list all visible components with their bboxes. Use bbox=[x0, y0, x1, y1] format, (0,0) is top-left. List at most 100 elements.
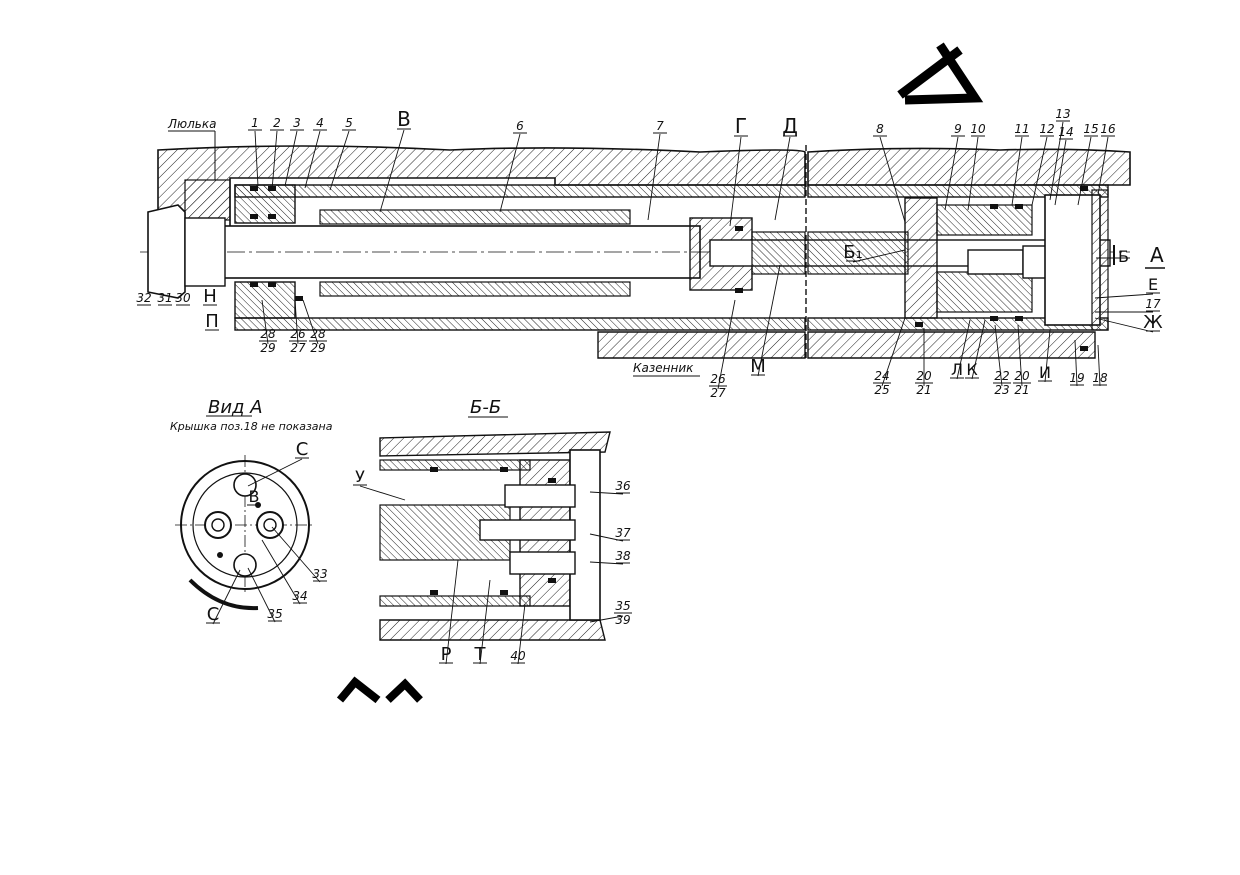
callout-top-2: 3 bbox=[284, 116, 304, 187]
view-a-title: Вид А bbox=[208, 397, 263, 418]
callout-text: 30 bbox=[175, 291, 191, 305]
rod-end-collar bbox=[184, 217, 226, 287]
port-bottom bbox=[233, 553, 257, 577]
inner-sleeve-bottom bbox=[319, 281, 631, 297]
cut-label-a: А bbox=[1150, 243, 1164, 267]
section-bb-title: Б-Б bbox=[470, 397, 501, 418]
callout-top-9: Д bbox=[774, 114, 798, 221]
callout-numerator: 35 bbox=[615, 599, 630, 613]
bb-wall-bottom bbox=[379, 595, 531, 607]
callout-top-0: 1 bbox=[248, 116, 262, 187]
cradle-body-right bbox=[807, 147, 1131, 186]
callout-viewA-5: С bbox=[206, 569, 241, 625]
leader-line bbox=[589, 561, 624, 565]
leader-line bbox=[589, 533, 624, 542]
leader-line bbox=[359, 485, 406, 501]
callout-bottom-13: К bbox=[965, 319, 986, 380]
callout-bottom-2: 30 bbox=[175, 291, 191, 306]
main-section: Б А Люлька Казенник bbox=[140, 117, 1165, 377]
leader-line bbox=[499, 133, 521, 213]
leader-line bbox=[271, 526, 321, 583]
callout-top-16: 14 bbox=[1054, 125, 1074, 206]
leader-line bbox=[1054, 139, 1067, 206]
leader-line bbox=[1097, 136, 1109, 196]
callout-text: Е bbox=[1148, 275, 1158, 294]
leader-line bbox=[1097, 344, 1101, 387]
section-bb: Б-Б bbox=[379, 397, 611, 641]
bb-seals bbox=[430, 467, 556, 595]
callout-top-15: 13 bbox=[1049, 107, 1071, 201]
callout-denominator: 21 bbox=[916, 383, 931, 397]
callout-numerator: 20 bbox=[1014, 369, 1030, 383]
bb-valve-3 bbox=[509, 551, 576, 575]
callout-denominator: 29 bbox=[310, 341, 325, 355]
callout-denominator: 27 bbox=[710, 386, 726, 400]
callout-viewA-1: В bbox=[247, 487, 261, 506]
callout-text: П bbox=[205, 311, 219, 332]
callout-viewA-3: 34 bbox=[261, 539, 308, 605]
callout-bottom-12: Л bbox=[950, 319, 971, 380]
callout-text: Д bbox=[782, 114, 798, 138]
leader-line bbox=[1011, 136, 1023, 206]
callout-viewA-4: 35 bbox=[247, 567, 283, 623]
breech-body-right bbox=[807, 331, 1096, 359]
callout-text: В bbox=[249, 487, 260, 506]
valve-stack bbox=[967, 249, 1024, 275]
leader-line bbox=[647, 133, 661, 221]
leader-line bbox=[304, 130, 321, 189]
callout-top-5: В bbox=[379, 107, 411, 213]
callout-text: 10 bbox=[970, 122, 986, 136]
callout-text: 8 bbox=[876, 122, 884, 136]
gland-lower bbox=[234, 281, 296, 319]
callout-text: Р bbox=[441, 644, 452, 665]
callout-top-6: 6 bbox=[499, 119, 527, 213]
callout-text: 40 bbox=[510, 649, 526, 663]
callout-numerator: 28 bbox=[310, 327, 326, 341]
callout-top-18: 16 bbox=[1097, 122, 1116, 196]
label-kazennik: Казенник bbox=[633, 361, 694, 375]
callout-text: 7 bbox=[656, 119, 664, 133]
leader-line bbox=[517, 603, 526, 665]
view-a: Вид А Крышка поз.18 не показана bbox=[170, 397, 333, 611]
callout-top-8: Г bbox=[729, 114, 748, 227]
callout-bottom-4: П bbox=[205, 311, 219, 332]
leader-line bbox=[757, 264, 781, 377]
callout-text: С bbox=[296, 439, 309, 460]
callout-top-7: 7 bbox=[647, 119, 667, 221]
leader-line bbox=[717, 299, 736, 390]
callout-numerator: 24 bbox=[874, 369, 889, 383]
leader-line bbox=[1094, 317, 1154, 333]
leader-line bbox=[329, 130, 350, 191]
callout-text: 2 bbox=[273, 116, 281, 130]
callout-denominator: 39 bbox=[615, 613, 630, 627]
seal-marks bbox=[250, 186, 1088, 351]
callout-numerator: 26 bbox=[290, 327, 306, 341]
callout-text: Л bbox=[951, 360, 963, 379]
callout-bb-7: 40 bbox=[510, 603, 526, 665]
leader-line bbox=[284, 130, 298, 187]
callout-bottom-18: 18 bbox=[1092, 344, 1108, 387]
label-lyulka: Люлька bbox=[167, 117, 216, 131]
callout-text: 31 bbox=[157, 291, 172, 305]
callout-text: 16 bbox=[1100, 122, 1116, 136]
breech-body bbox=[597, 331, 806, 359]
bb-valve-1 bbox=[504, 484, 576, 508]
cylinder-wall-bottom bbox=[234, 317, 806, 331]
callout-numerator: 26 bbox=[710, 372, 726, 386]
leader-line bbox=[852, 249, 906, 263]
leader-line bbox=[212, 569, 241, 625]
callout-text: 5 bbox=[345, 116, 353, 130]
callout-text: 11 bbox=[1014, 122, 1029, 136]
callout-side-1: Е bbox=[1094, 275, 1160, 299]
callout-top-14: 12 bbox=[1031, 122, 1055, 206]
callout-bottom-3: Н bbox=[203, 286, 217, 307]
callout-text: У bbox=[355, 467, 365, 486]
leader-line bbox=[589, 491, 624, 495]
callout-text: 3 bbox=[293, 116, 301, 130]
